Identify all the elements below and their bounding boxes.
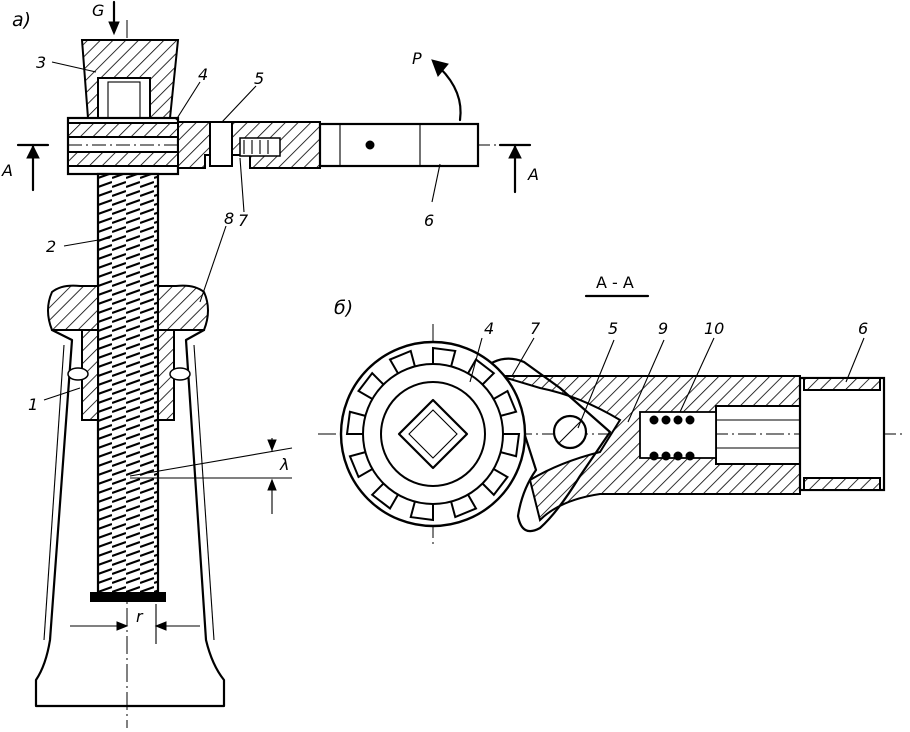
callout-2: 2	[46, 237, 56, 256]
radius-dimension	[70, 604, 200, 644]
lead-angle-label: λ	[279, 455, 289, 474]
callout-3: 3	[36, 53, 46, 72]
ratchet-tooth	[409, 501, 434, 522]
radius-label: r	[136, 607, 144, 626]
section-callout-7: 7	[530, 319, 541, 338]
ratchet-tooth	[481, 468, 509, 497]
handle-rivet	[365, 140, 375, 150]
load-label: G	[92, 1, 104, 20]
ratchet-tooth	[388, 349, 416, 374]
ratchet-tooth	[450, 494, 478, 519]
ratchet-tooth	[348, 451, 373, 479]
handle-tube-section	[798, 376, 886, 492]
section-marker-left	[16, 143, 50, 192]
nut-part-8	[47, 284, 99, 331]
lead-angle-dimension	[129, 438, 293, 514]
ratchet-tooth	[370, 482, 399, 510]
body-part-1	[34, 328, 226, 708]
section-callout-4: 4	[484, 319, 494, 338]
ratchet-tooth	[500, 433, 521, 458]
force-arrow	[431, 59, 462, 122]
cap-inner-bore	[97, 77, 151, 119]
ratchet-tooth	[467, 358, 496, 386]
section-callout-9: 9	[658, 319, 668, 338]
locking-screw-right	[169, 367, 191, 381]
ratchet-tooth	[432, 346, 457, 367]
section-marker-right-label: A	[527, 165, 539, 184]
screw-part-2	[96, 172, 160, 596]
callout-4: 4	[198, 65, 208, 84]
view-b-label: б)	[334, 297, 353, 319]
callout-8: 8	[224, 209, 234, 228]
force-label: P	[412, 49, 422, 68]
section-callout-5: 5	[608, 319, 618, 338]
ratchet-tooth	[345, 410, 366, 435]
ratchet-teeth	[345, 346, 521, 522]
callout-5: 5	[254, 69, 264, 88]
view-a-jack: а) G P A A λ r 3 4 5 2 7 6 8 1	[1, 0, 539, 728]
load-arrow	[108, 0, 120, 36]
section-callout-6: 6	[858, 319, 868, 338]
callout-6: 6	[424, 211, 434, 230]
ratchet-tooth	[493, 389, 518, 417]
ratchet-tooth	[357, 371, 385, 400]
square-drive-hole	[397, 398, 469, 470]
section-title: A - A	[596, 273, 634, 292]
section-callout-10: 10	[704, 319, 724, 338]
ratchet-wheel-section	[339, 340, 527, 528]
screw-end-plate	[90, 592, 166, 602]
handle-tube-part-6	[318, 122, 480, 168]
view-b-section: A - A	[318, 273, 906, 548]
pin-part-5	[209, 121, 233, 167]
locking-screw-left	[67, 367, 89, 381]
section-marker-right	[498, 143, 532, 194]
callout-7: 7	[238, 211, 249, 230]
section-marker-left-label: A	[1, 161, 13, 180]
callout-1: 1	[28, 395, 38, 414]
view-a-label: а)	[12, 9, 31, 31]
